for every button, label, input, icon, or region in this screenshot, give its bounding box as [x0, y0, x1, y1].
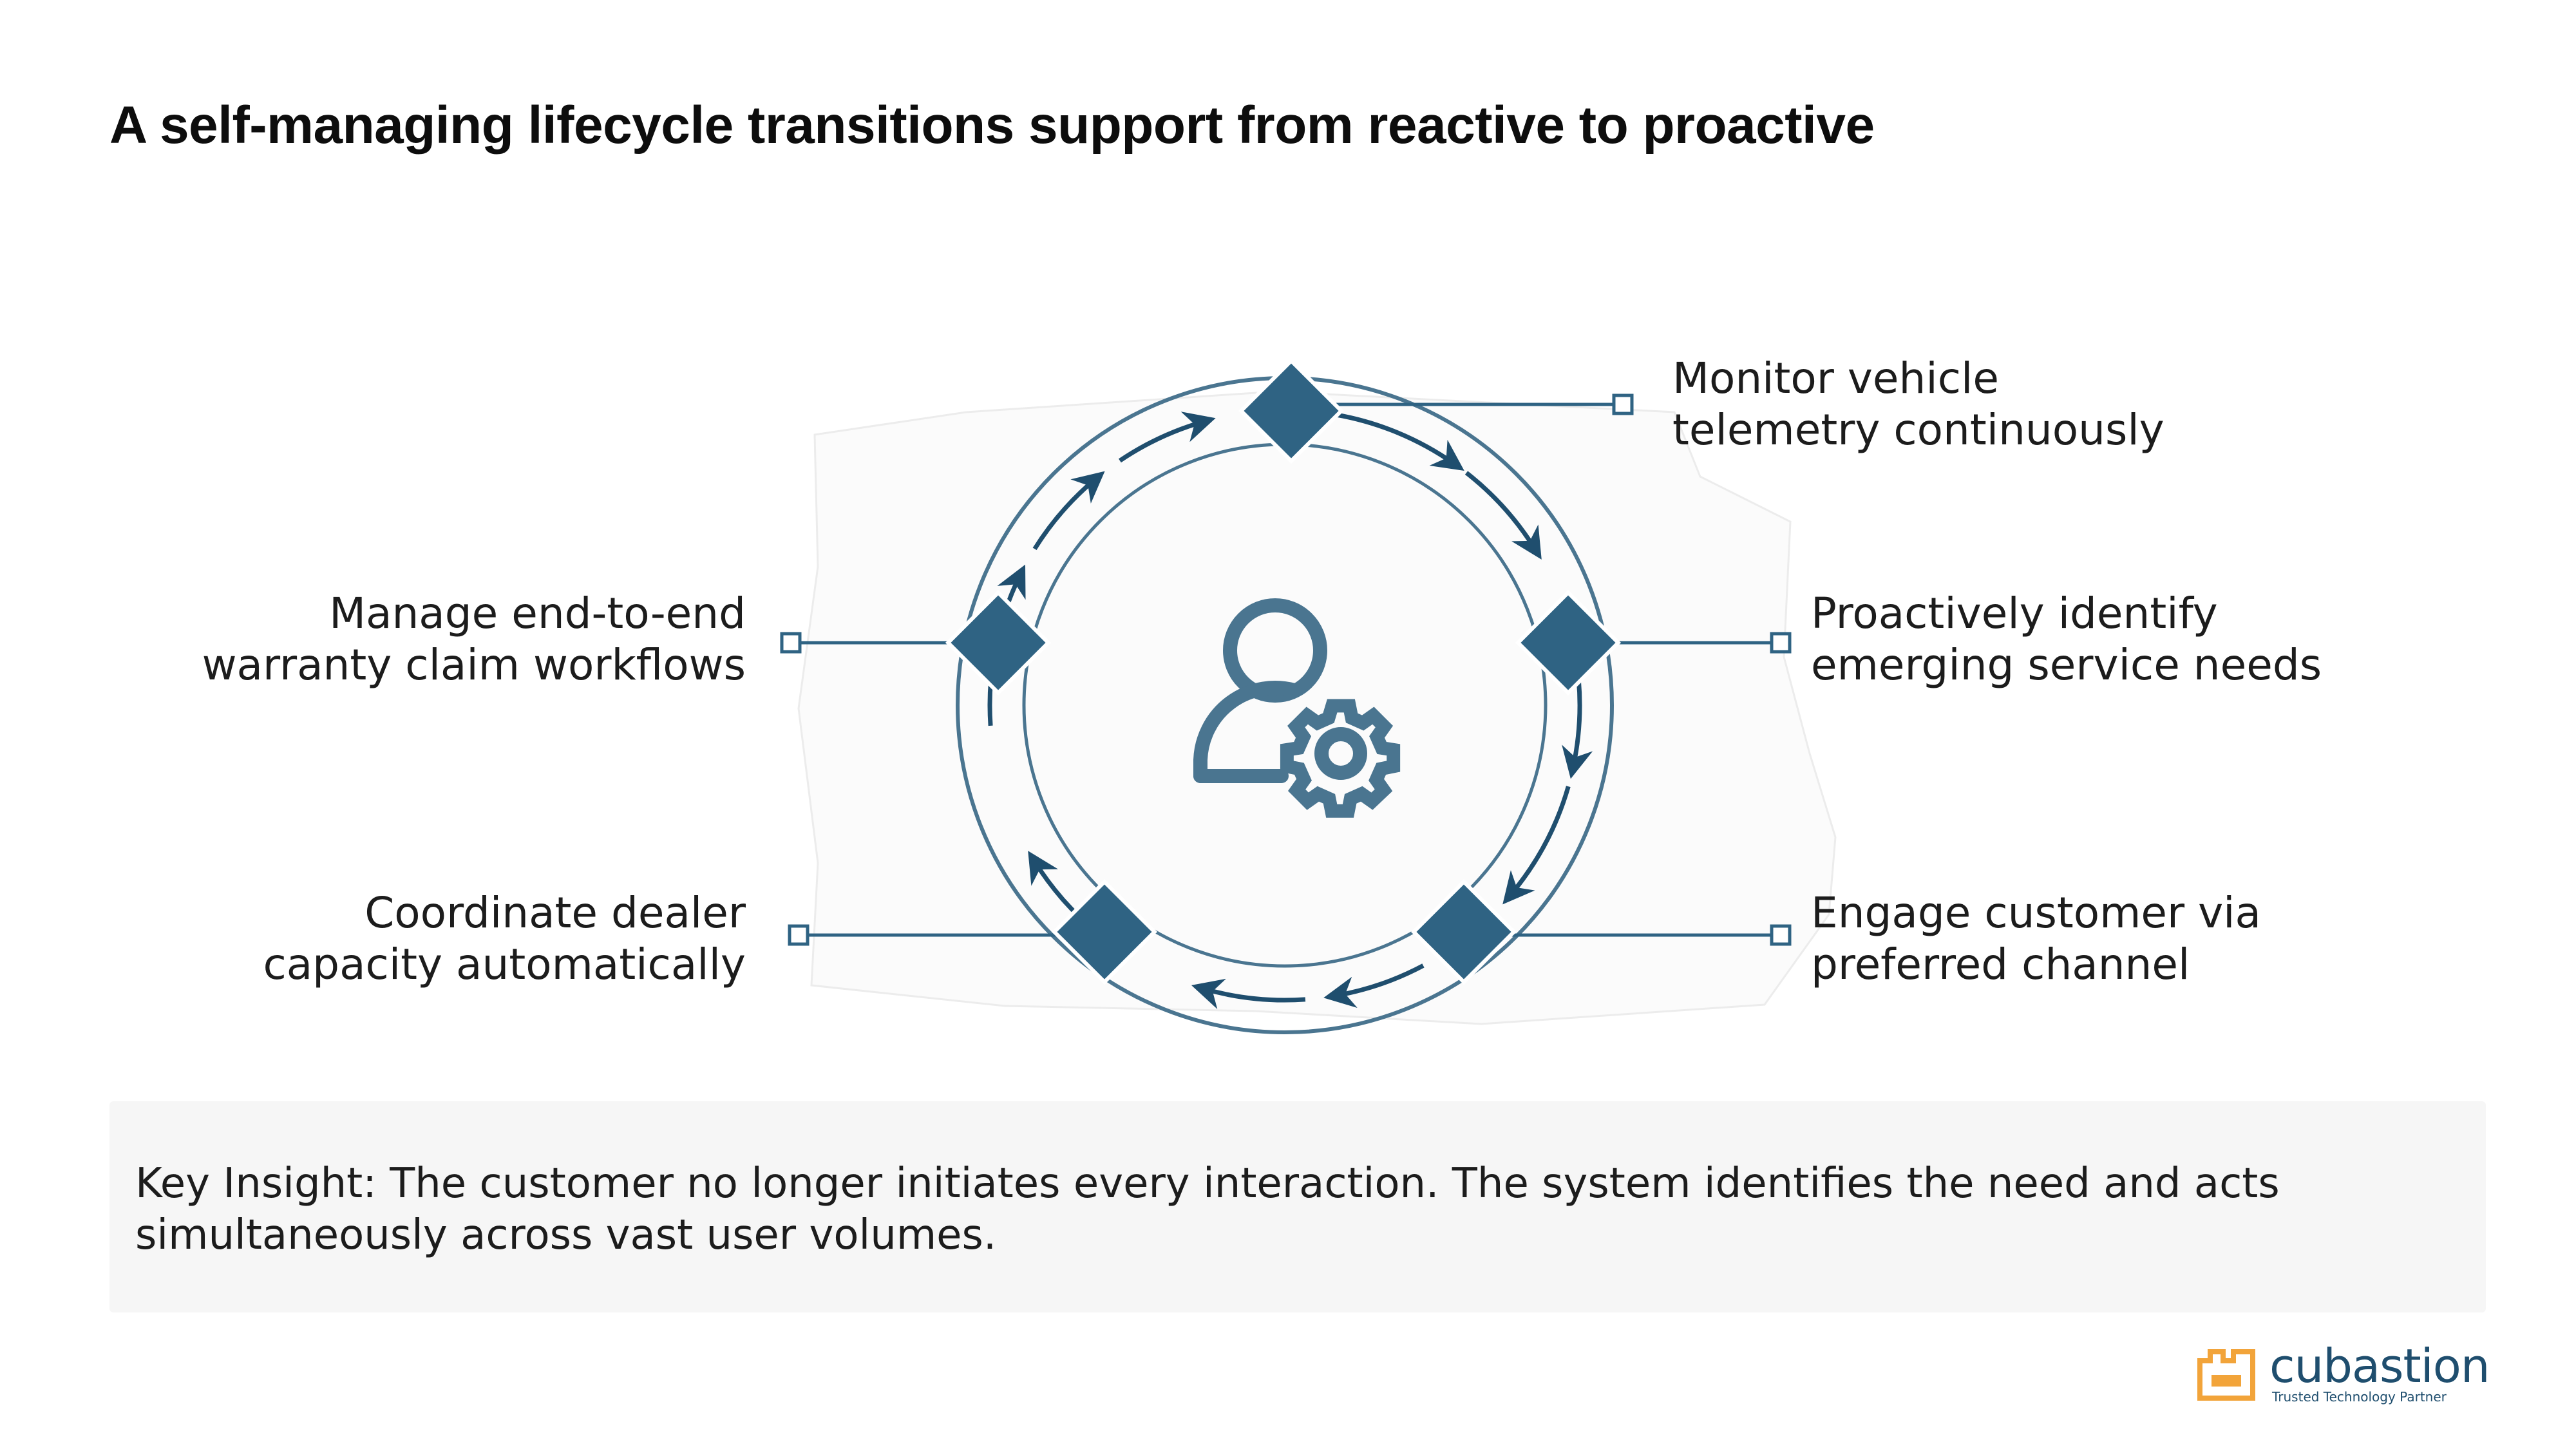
key-insight-line-2: simultaneously across vast user volumes. — [135, 1211, 997, 1259]
cycle-arrow — [1323, 963, 1425, 1009]
cycle-arrow — [1118, 412, 1216, 463]
cycle-arrow — [1464, 471, 1542, 560]
step-label-coordinate: Coordinate dealer capacity automatically — [263, 888, 746, 989]
lifecycle-diagram — [780, 357, 1837, 1034]
node-manage — [945, 589, 1052, 696]
cycle-arrow — [1191, 978, 1306, 1009]
step-label-engage: Engage customer via preferred channel — [1811, 888, 2261, 989]
step-label-identify: Proactively identify emerging service ne… — [1811, 589, 2322, 690]
logo-mark-icon — [2197, 1349, 2255, 1401]
node-monitor — [1238, 357, 1345, 464]
node-engage — [1410, 878, 1517, 985]
step-label-monitor: Monitor vehicle telemetry continuously — [1672, 354, 2164, 455]
cycle-arrow — [1502, 786, 1571, 905]
cycle-arrow — [1032, 471, 1105, 551]
connector-endpoints — [780, 393, 1792, 946]
page-title: A self-managing lifecycle transitions su… — [109, 96, 1875, 155]
background-shape — [797, 390, 1837, 1025]
step-label-manage: Manage end-to-end warranty claim workflo… — [202, 589, 746, 690]
step-nodes — [945, 357, 1622, 985]
cycle-arrow — [1335, 412, 1464, 471]
logo-name: cubastion — [2269, 1339, 2490, 1393]
cycle-arrows — [987, 412, 1593, 1009]
key-insight-box: Key Insight: The customer no longer init… — [109, 1101, 2486, 1312]
key-insight-line-1: Key Insight: The customer no longer init… — [135, 1160, 2280, 1208]
user-gear-icon — [1193, 598, 1401, 818]
node-coordinate — [1051, 878, 1158, 985]
node-identify — [1515, 589, 1622, 696]
logo-tagline: Trusted Technology Partner — [2272, 1389, 2447, 1405]
cubastion-logo: cubastion Trusted Technology Partner — [2197, 1339, 2490, 1405]
connector-lines — [791, 402, 1781, 937]
